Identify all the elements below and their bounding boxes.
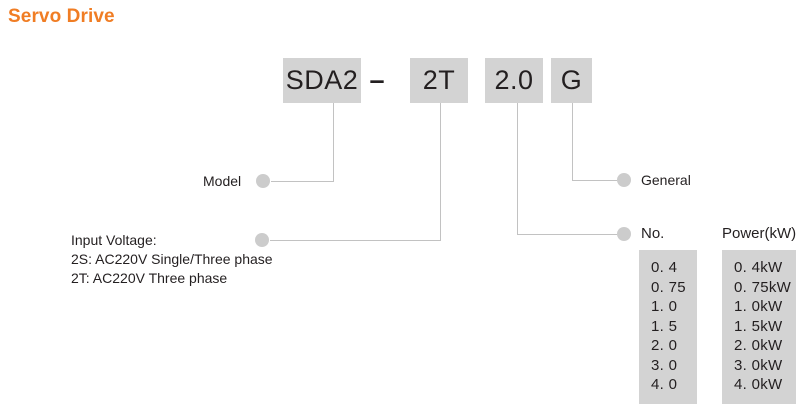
leader-line-model-horizontal — [271, 181, 334, 182]
input-voltage-line-2: 2S: AC220V Single/Three phase — [71, 251, 273, 267]
leader-line-input-voltage-horizontal — [270, 240, 441, 241]
table-row: 1. 5kW — [734, 317, 783, 335]
table-row: 1. 5 — [651, 317, 678, 335]
table-row: 0. 4kW — [734, 259, 783, 276]
table-row: 2. 0 — [651, 337, 678, 354]
table-row: 1. 0 — [651, 298, 678, 315]
leader-line-input-voltage-vertical — [440, 103, 441, 240]
table-header-no: No. — [641, 225, 665, 242]
code-segment-model: SDA2 — [283, 58, 361, 103]
table-power-values: 0. 4kW 0. 75kW 1. 0kW 1. 5kW 2. 0kW 3. 0… — [722, 250, 796, 404]
connector-dot-input-voltage — [255, 233, 269, 247]
table-row: 0. 75kW — [734, 278, 792, 296]
connector-dot-no — [617, 227, 631, 241]
leader-line-general-vertical — [572, 103, 573, 180]
table-row: 2. 0kW — [734, 337, 783, 354]
connector-dot-general — [617, 173, 631, 187]
input-voltage-line-1: Input Voltage: — [71, 232, 157, 248]
table-row: 4. 0kW — [734, 376, 783, 393]
code-segment-no: 2.0 — [485, 58, 543, 103]
leader-line-model-vertical — [333, 103, 334, 181]
callout-label-general: General — [641, 172, 691, 188]
table-header-power: Power(kW) — [722, 225, 797, 242]
table-row: 3. 0 — [651, 356, 678, 374]
callout-label-model: Model — [203, 173, 242, 189]
table-no-values: 0. 4 0. 75 1. 0 1. 5 2. 0 3. 0 4. 0 — [639, 250, 697, 404]
leader-line-no-horizontal — [517, 234, 617, 235]
connector-dot-model — [256, 174, 270, 188]
callout-label-input-voltage: Input Voltage: 2S: AC220V Single/Three p… — [71, 231, 273, 288]
code-segment-input-voltage: 2T — [410, 58, 468, 103]
table-row: 0. 75 — [651, 278, 686, 296]
leader-line-general-horizontal — [572, 180, 617, 181]
table-row: 0. 4 — [651, 259, 678, 276]
table-row: 4. 0 — [651, 376, 678, 393]
code-segment-separator: – — [369, 65, 385, 95]
code-segment-general: G — [551, 58, 592, 103]
page-title: Servo Drive — [8, 6, 115, 27]
leader-line-no-vertical — [517, 103, 518, 234]
input-voltage-line-3: 2T: AC220V Three phase — [71, 270, 228, 286]
table-row: 1. 0kW — [734, 298, 783, 315]
table-row: 3. 0kW — [734, 356, 783, 374]
